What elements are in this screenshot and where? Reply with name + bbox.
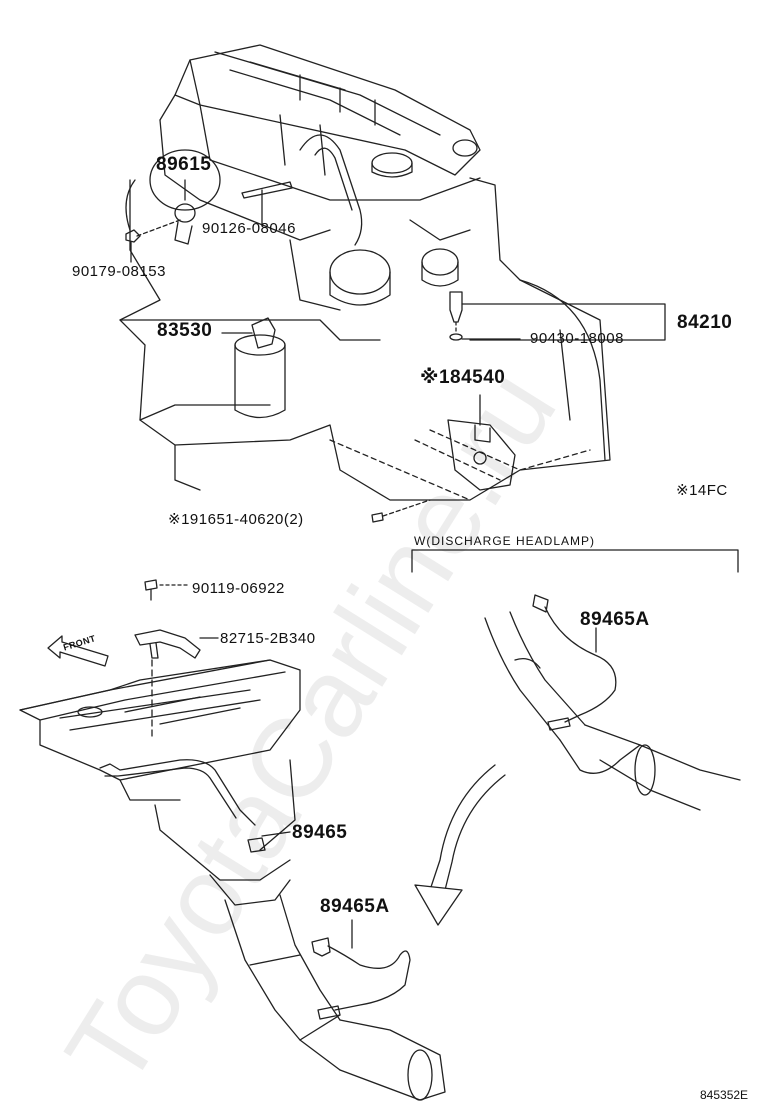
front-arrow-icon: [47, 635, 109, 667]
callout-91651-40620: ※191651-40620(2): [168, 511, 304, 528]
part-90126-bolt: [241, 181, 293, 227]
part-89465A-bottom-sensor: [311, 919, 411, 1020]
diagram-id: 845352E: [700, 1088, 749, 1102]
engine-assembly: [119, 44, 611, 501]
callout-83530: 83530: [157, 320, 213, 341]
callout-90126-08046: 90126-08046: [202, 220, 296, 237]
direction-arrow: [414, 764, 506, 926]
part-89465-sensor: [99, 759, 291, 853]
cylinder-head-lower: [19, 659, 301, 906]
note-14fc: ※14FC: [676, 482, 728, 499]
part-90179-nut: [125, 219, 181, 263]
callout-90179-08153: 90179-08153: [72, 263, 166, 280]
part-90119-bolt: [144, 579, 191, 601]
callout-89465: 89465: [292, 822, 348, 843]
callout-90430-18008: 90430-18008: [530, 330, 624, 347]
part-82715-bracket: [134, 629, 219, 741]
callout-84210: 84210: [677, 312, 733, 333]
part-84210-switch: [449, 291, 666, 341]
callout-84540: ※184540: [420, 367, 506, 388]
callout-89615: 89615: [156, 154, 212, 175]
callout-89465A-top: 89465A: [580, 609, 650, 630]
part-89465A-top-sensor: [532, 594, 617, 731]
part-91651-bolt: [371, 499, 431, 523]
callout-90119-06922: 90119-06922: [192, 580, 285, 597]
w-variant-bracket: [411, 549, 739, 573]
part-83530-switch: [221, 317, 276, 349]
callout-82715-2B340: 82715-2B340: [220, 630, 316, 647]
w-variant-header: W(DISCHARGE HEADLAMP): [414, 534, 596, 548]
part-84540-switch: [447, 394, 516, 491]
exhaust-w-variant: [484, 611, 741, 811]
exhaust-pipe-lower: [224, 894, 446, 1101]
callout-89465A-bottom: 89465A: [320, 896, 390, 917]
part-89615-sensor: [174, 179, 196, 245]
